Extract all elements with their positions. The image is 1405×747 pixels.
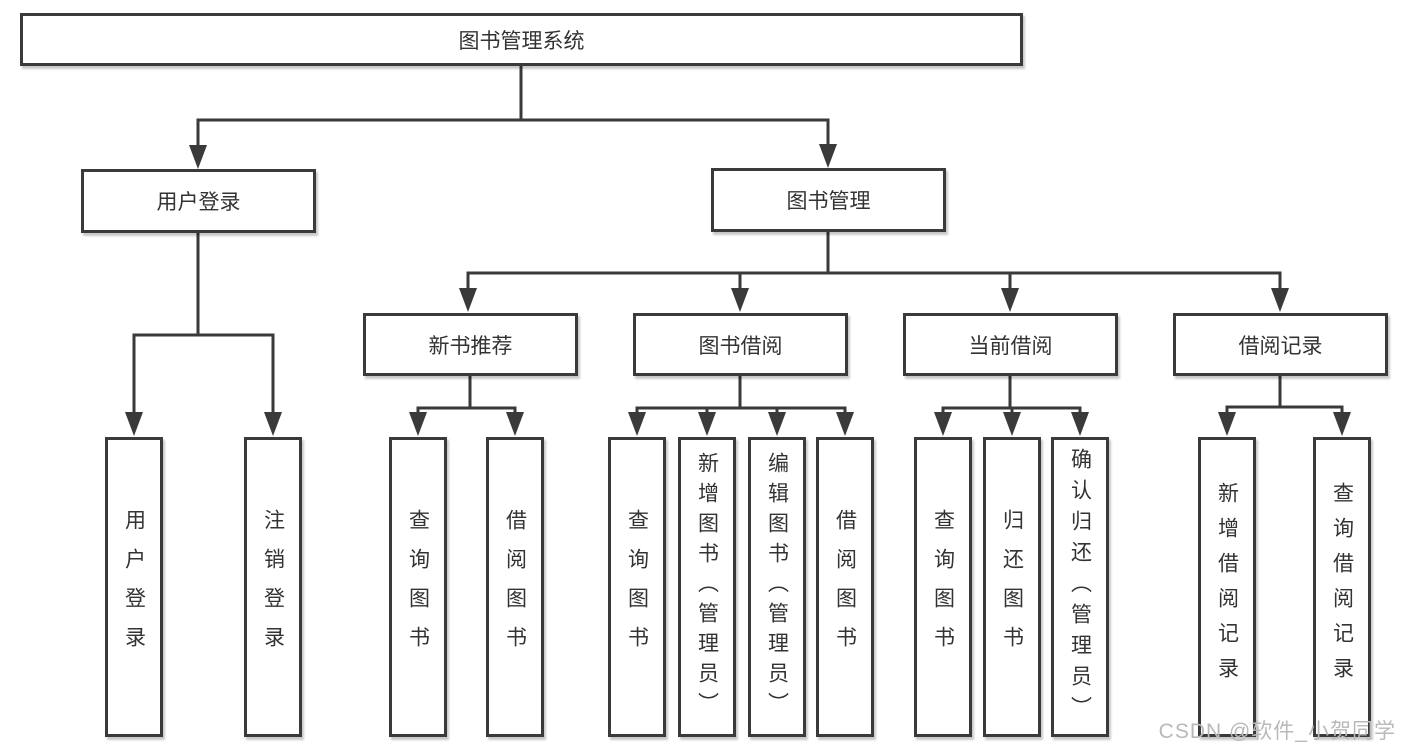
leaf-query-books-borrowing: 查询图书	[608, 437, 666, 737]
leaf-user-login: 用户登录	[105, 437, 163, 737]
watermark: CSDN @软件_小贺同学	[1158, 720, 1396, 743]
leaf-edit-book-admin: 编辑图书（管理员）	[748, 437, 806, 737]
node-user-login: 用户登录	[81, 169, 316, 233]
leaf-borrow-books-recommend: 借阅图书	[486, 437, 544, 737]
node-current-borrowing: 当前借阅	[903, 313, 1118, 376]
leaf-query-borrow-record: 查询借阅记录	[1313, 437, 1371, 737]
leaf-return-book: 归还图书	[983, 437, 1041, 737]
node-new-book-recommend: 新书推荐	[363, 313, 578, 376]
arrowheads	[125, 144, 1351, 436]
leaf-borrow-books-borrowing: 借阅图书	[816, 437, 874, 737]
node-book-borrowing: 图书借阅	[633, 313, 848, 376]
node-root: 图书管理系统	[20, 13, 1023, 66]
node-book-management: 图书管理	[711, 168, 946, 232]
leaf-add-book-admin: 新增图书（管理员）	[678, 437, 736, 737]
leaf-logout: 注销登录	[244, 437, 302, 737]
leaf-query-books-current: 查询图书	[914, 437, 972, 737]
leaf-confirm-return-admin: 确认归还（管理员）	[1051, 437, 1109, 737]
leaf-query-books-recommend: 查询图书	[389, 437, 447, 737]
node-borrowing-records: 借阅记录	[1173, 313, 1388, 376]
leaf-add-borrow-record: 新增借阅记录	[1198, 437, 1256, 737]
